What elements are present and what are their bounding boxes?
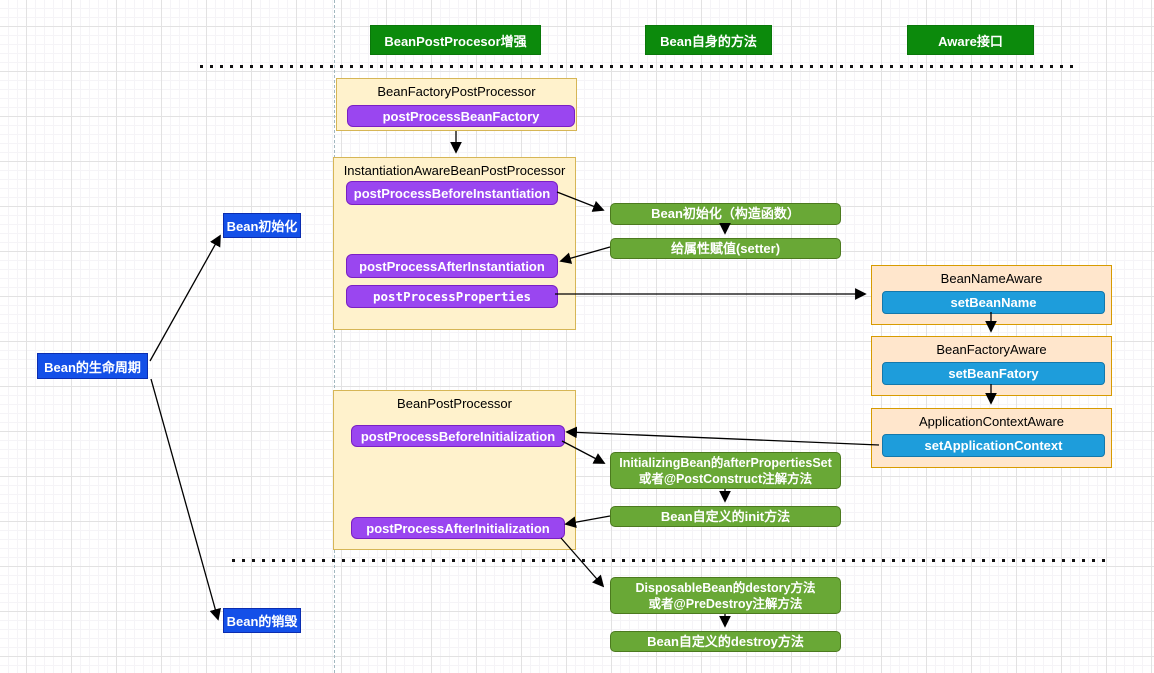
panel-bean-post-processor: BeanPostProcessor postProcessBeforeIniti… xyxy=(333,390,576,550)
panel-application-context-aware: ApplicationContextAware setApplicationCo… xyxy=(871,408,1112,468)
connector xyxy=(150,378,221,621)
header-label: Aware接口 xyxy=(938,33,1003,49)
method-label: postProcessBeanFactory xyxy=(382,108,540,124)
method-set-application-context: setApplicationContext xyxy=(882,434,1105,457)
method-label: postProcessProperties xyxy=(372,289,532,304)
method-label: setBeanName xyxy=(950,295,1037,310)
method-label: setBeanFatory xyxy=(948,366,1039,381)
method-post-process-properties: postProcessProperties xyxy=(346,285,558,308)
method-post-process-before-initialization: postProcessBeforeInitialization xyxy=(351,425,565,447)
header-label: Bean自身的方法 xyxy=(660,33,757,49)
method-label: setApplicationContext xyxy=(924,438,1063,453)
method-label: postProcessAfterInstantiation xyxy=(359,258,545,274)
panel-title: BeanPostProcessor xyxy=(397,396,512,411)
panel-bean-factory-aware: BeanFactoryAware setBeanFatory xyxy=(871,336,1112,396)
panel-title: BeanNameAware xyxy=(940,271,1043,286)
top-dotted-separator xyxy=(200,65,1075,68)
panel-title: InstantiationAwareBeanPostProcessor xyxy=(343,163,566,178)
bottom-dotted-separator xyxy=(232,559,1105,562)
method-post-process-after-initialization: postProcessAfterInitialization xyxy=(351,517,565,539)
method-label: postProcessBeforeInitialization xyxy=(360,428,556,444)
panel-bean-name-aware: BeanNameAware setBeanName xyxy=(871,265,1112,325)
vertical-guide-line xyxy=(334,0,335,673)
node-label: Bean的销毁 xyxy=(226,614,298,629)
header-bean-methods-column: Bean自身的方法 xyxy=(645,25,772,55)
step-label: Bean自定义的destroy方法 xyxy=(647,633,804,649)
step-label: Bean自定义的init方法 xyxy=(660,508,791,524)
step-label-line1: DisposableBean的destory方法 xyxy=(635,580,816,595)
header-postprocessor-column: BeanPostProcesor增强 xyxy=(370,25,541,55)
step-destroy-callback: DisposableBean的destory方法 或者@PreDestroy注解… xyxy=(610,577,841,614)
step-custom-destroy: Bean自定义的destroy方法 xyxy=(610,631,841,652)
method-label: postProcessAfterInitialization xyxy=(366,520,550,536)
node-bean-init: Bean初始化 xyxy=(223,213,301,238)
step-after-properties-set: InitializingBean的afterPropertiesSet 或者@P… xyxy=(610,452,841,489)
step-setter: 给属性赋值(setter) xyxy=(610,238,841,259)
connector xyxy=(565,426,880,446)
header-label: BeanPostProcesor增强 xyxy=(384,33,527,49)
step-custom-init: Bean自定义的init方法 xyxy=(610,506,841,527)
method-set-bean-factory: setBeanFatory xyxy=(882,362,1105,385)
step-label-line1: InitializingBean的afterPropertiesSet xyxy=(619,455,832,470)
node-label: Bean初始化 xyxy=(226,219,298,234)
method-label: postProcessBeforeInstantiation xyxy=(353,185,551,201)
step-label-line2: 或者@PostConstruct注解方法 xyxy=(638,471,813,486)
node-bean-lifecycle: Bean的生命周期 xyxy=(37,353,148,379)
method-post-process-bean-factory: postProcessBeanFactory xyxy=(347,105,575,127)
connector xyxy=(149,234,221,362)
panel-title: ApplicationContextAware xyxy=(918,414,1064,429)
method-set-bean-name: setBeanName xyxy=(882,291,1105,314)
method-post-process-before-instantiation: postProcessBeforeInstantiation xyxy=(346,181,558,205)
step-constructor: Bean初始化（构造函数） xyxy=(610,203,841,225)
header-aware-column: Aware接口 xyxy=(907,25,1034,55)
panel-instantiation-aware: InstantiationAwareBeanPostProcessor post… xyxy=(333,157,576,330)
step-label: 给属性赋值(setter) xyxy=(670,240,781,256)
step-label: Bean初始化（构造函数） xyxy=(651,206,800,221)
panel-bean-factory-post-processor: BeanFactoryPostProcessor postProcessBean… xyxy=(336,78,577,131)
node-label: Bean的生命周期 xyxy=(44,359,141,375)
panel-title: BeanFactoryAware xyxy=(936,342,1047,357)
panel-title: BeanFactoryPostProcessor xyxy=(377,84,536,99)
node-bean-destroy: Bean的销毁 xyxy=(223,608,301,633)
method-post-process-after-instantiation: postProcessAfterInstantiation xyxy=(346,254,558,278)
step-label-line2: 或者@PreDestroy注解方法 xyxy=(648,596,803,611)
